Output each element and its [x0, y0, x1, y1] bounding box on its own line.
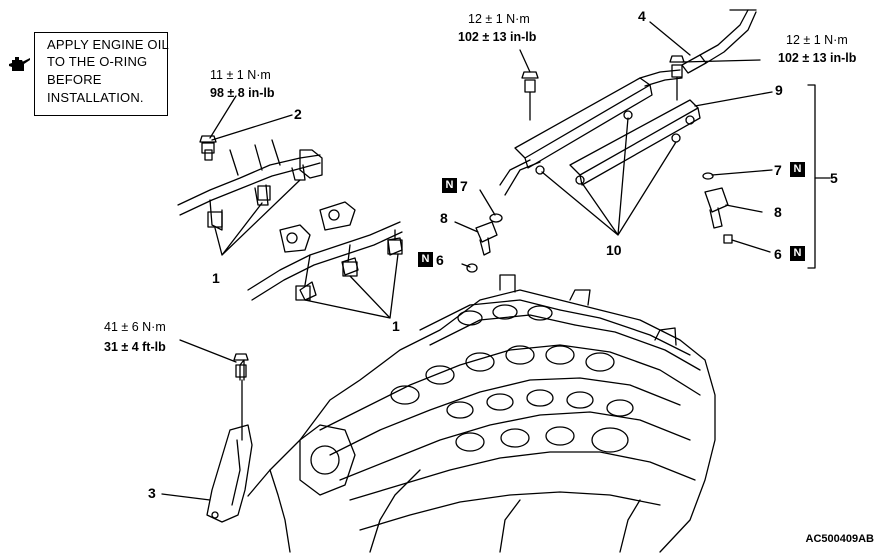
- injector-left-drawing: [466, 213, 503, 273]
- torque-3-nm: 41 ± 6 N·m: [104, 320, 166, 334]
- torque-4-inlb: 102 ± 13 in-lb: [778, 51, 857, 65]
- coil-harness-lower-drawing: [247, 201, 403, 301]
- callout-3: 3: [148, 485, 156, 501]
- callout-9: 9: [775, 82, 783, 98]
- callout-8-left: 8: [440, 210, 448, 226]
- callout-7-left: 7: [460, 178, 468, 194]
- torque-2-nm: 11 ± 1 N·m: [210, 68, 271, 82]
- callout-6-left: 6: [436, 252, 444, 268]
- oil-can-icon: [9, 57, 30, 71]
- callout-4: 4: [638, 8, 646, 24]
- note-line-1: APPLY ENGINE OIL: [47, 37, 169, 52]
- injector-right-drawing: [702, 172, 733, 244]
- callout-10: 10: [606, 242, 622, 258]
- fuel-rail-drawing: [499, 9, 757, 196]
- torque-4-nm: 12 ± 1 N·m: [786, 33, 848, 47]
- callout-2: 2: [294, 106, 302, 122]
- callout-8-right: 8: [774, 204, 782, 220]
- callout-5: 5: [830, 170, 838, 186]
- note-line-3: BEFORE: [47, 72, 102, 87]
- coil-harness-upper-drawing: [177, 135, 323, 231]
- new-part-badge-6-right: N: [790, 246, 805, 261]
- figure-code: AC500409AB: [805, 533, 874, 545]
- torque-2-inlb: 98 ± 8 in-lb: [210, 86, 275, 100]
- callout-1-lower: 1: [392, 318, 400, 334]
- new-part-badge-6-left: N: [418, 252, 433, 267]
- callout-7-right: 7: [774, 162, 782, 178]
- note-line-2: TO THE O-RING: [47, 54, 148, 69]
- note-line-4: INSTALLATION.: [47, 90, 144, 105]
- new-part-badge-7-left: N: [442, 178, 457, 193]
- torque-rail-nm: 12 ± 1 N·m: [468, 12, 530, 26]
- callout-1-upper: 1: [212, 270, 220, 286]
- engine-block-drawing: [269, 274, 716, 553]
- torque-rail-inlb: 102 ± 13 in-lb: [458, 30, 537, 44]
- note-box: APPLY ENGINE OIL TO THE O-RING BEFORE IN…: [34, 32, 169, 116]
- torque-3-ftlb: 31 ± 4 ft-lb: [104, 340, 166, 354]
- new-part-badge-7-right: N: [790, 162, 805, 177]
- bracket-drawing: [206, 353, 253, 523]
- callout-6-right: 6: [774, 246, 782, 262]
- leader-lines: [161, 21, 831, 501]
